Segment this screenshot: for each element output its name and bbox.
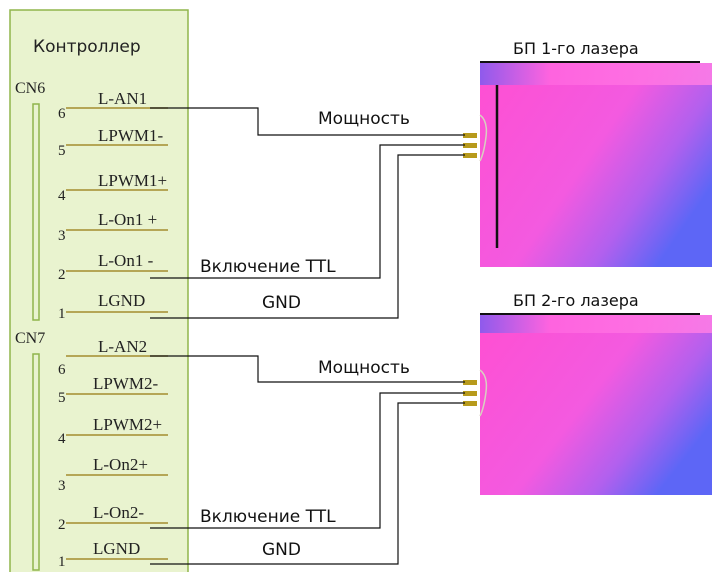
pin-label: LPWM1+ [98, 171, 167, 190]
wire-ground [150, 154, 465, 319]
pin-number: 1 [58, 554, 66, 570]
pin-number: 2 [58, 267, 66, 283]
pin-label: LPWM2- [93, 374, 159, 393]
pin-label: LPWM2+ [93, 415, 162, 434]
plug-outline [479, 114, 488, 162]
pin-label: L-On1 + [98, 210, 157, 229]
wire-power [150, 107, 465, 136]
pin-number: 6 [58, 106, 66, 122]
wire-label-power: Мощность [318, 109, 410, 129]
wire-label-enable: Включение TTL [200, 257, 336, 277]
psu-top-band [480, 315, 712, 333]
wiring-psu-1 [150, 107, 465, 319]
terminal-pin [463, 143, 477, 148]
plug-outline [479, 369, 488, 417]
terminal-pin [463, 380, 477, 385]
wire-label-enable: Включение TTL [200, 507, 336, 527]
pin-label: LGND [98, 291, 145, 310]
wiring-psu-2 [150, 355, 465, 565]
pin-number: 6 [58, 362, 66, 378]
connector-label: CN7 [15, 330, 45, 347]
connector-label: CN6 [15, 80, 45, 97]
psu-body [480, 315, 712, 495]
controller-title: Контроллер [33, 37, 141, 57]
pin-number: 1 [58, 306, 66, 322]
pin-number: 5 [58, 143, 66, 159]
connector-cn6: CN6 6 L-AN1 5 LPWM1- 4 LPWM1+ 3 L-On1 + … [15, 80, 168, 322]
connector-housing [32, 103, 40, 321]
psu-1: БП 1-го лазера [463, 39, 712, 267]
pin-number: 3 [58, 478, 66, 494]
pin-label: L-AN1 [98, 89, 147, 108]
pin-label: LGND [93, 539, 140, 558]
pin-number: 5 [58, 390, 66, 406]
pin-label: LPWM1- [98, 126, 164, 145]
psu-title: БП 2-го лазера [513, 291, 639, 310]
psu-title: БП 1-го лазера [513, 39, 639, 58]
wire-power [150, 355, 465, 383]
psu-2: БП 2-го лазера [463, 291, 712, 495]
pin-label: L-On1 - [98, 251, 154, 270]
wire-label-ground: GND [262, 540, 301, 560]
pin-label: L-On2+ [93, 455, 148, 474]
connector-housing [32, 353, 40, 571]
pin-label: L-AN2 [98, 337, 147, 356]
terminal-pin [463, 153, 477, 158]
pin-number: 4 [58, 188, 66, 204]
wire-enable [150, 392, 465, 529]
terminal-pin [463, 133, 477, 138]
pin-number: 3 [58, 228, 66, 244]
terminal-pin [463, 401, 477, 406]
psu-top-band [480, 63, 712, 85]
pin-number: 4 [58, 431, 66, 447]
pin-label: L-On2- [93, 503, 144, 522]
wire-label-power: Мощность [318, 358, 410, 378]
terminal-pin [463, 391, 477, 396]
pin-number: 2 [58, 517, 66, 533]
wire-ground [150, 402, 465, 565]
psu-body [480, 63, 712, 267]
wire-enable [150, 144, 465, 279]
connector-cn7: CN7 6 L-AN2 5 LPWM2- 4 LPWM2+ 3 L-On2+ 2… [15, 330, 168, 571]
wire-label-ground: GND [262, 293, 301, 313]
